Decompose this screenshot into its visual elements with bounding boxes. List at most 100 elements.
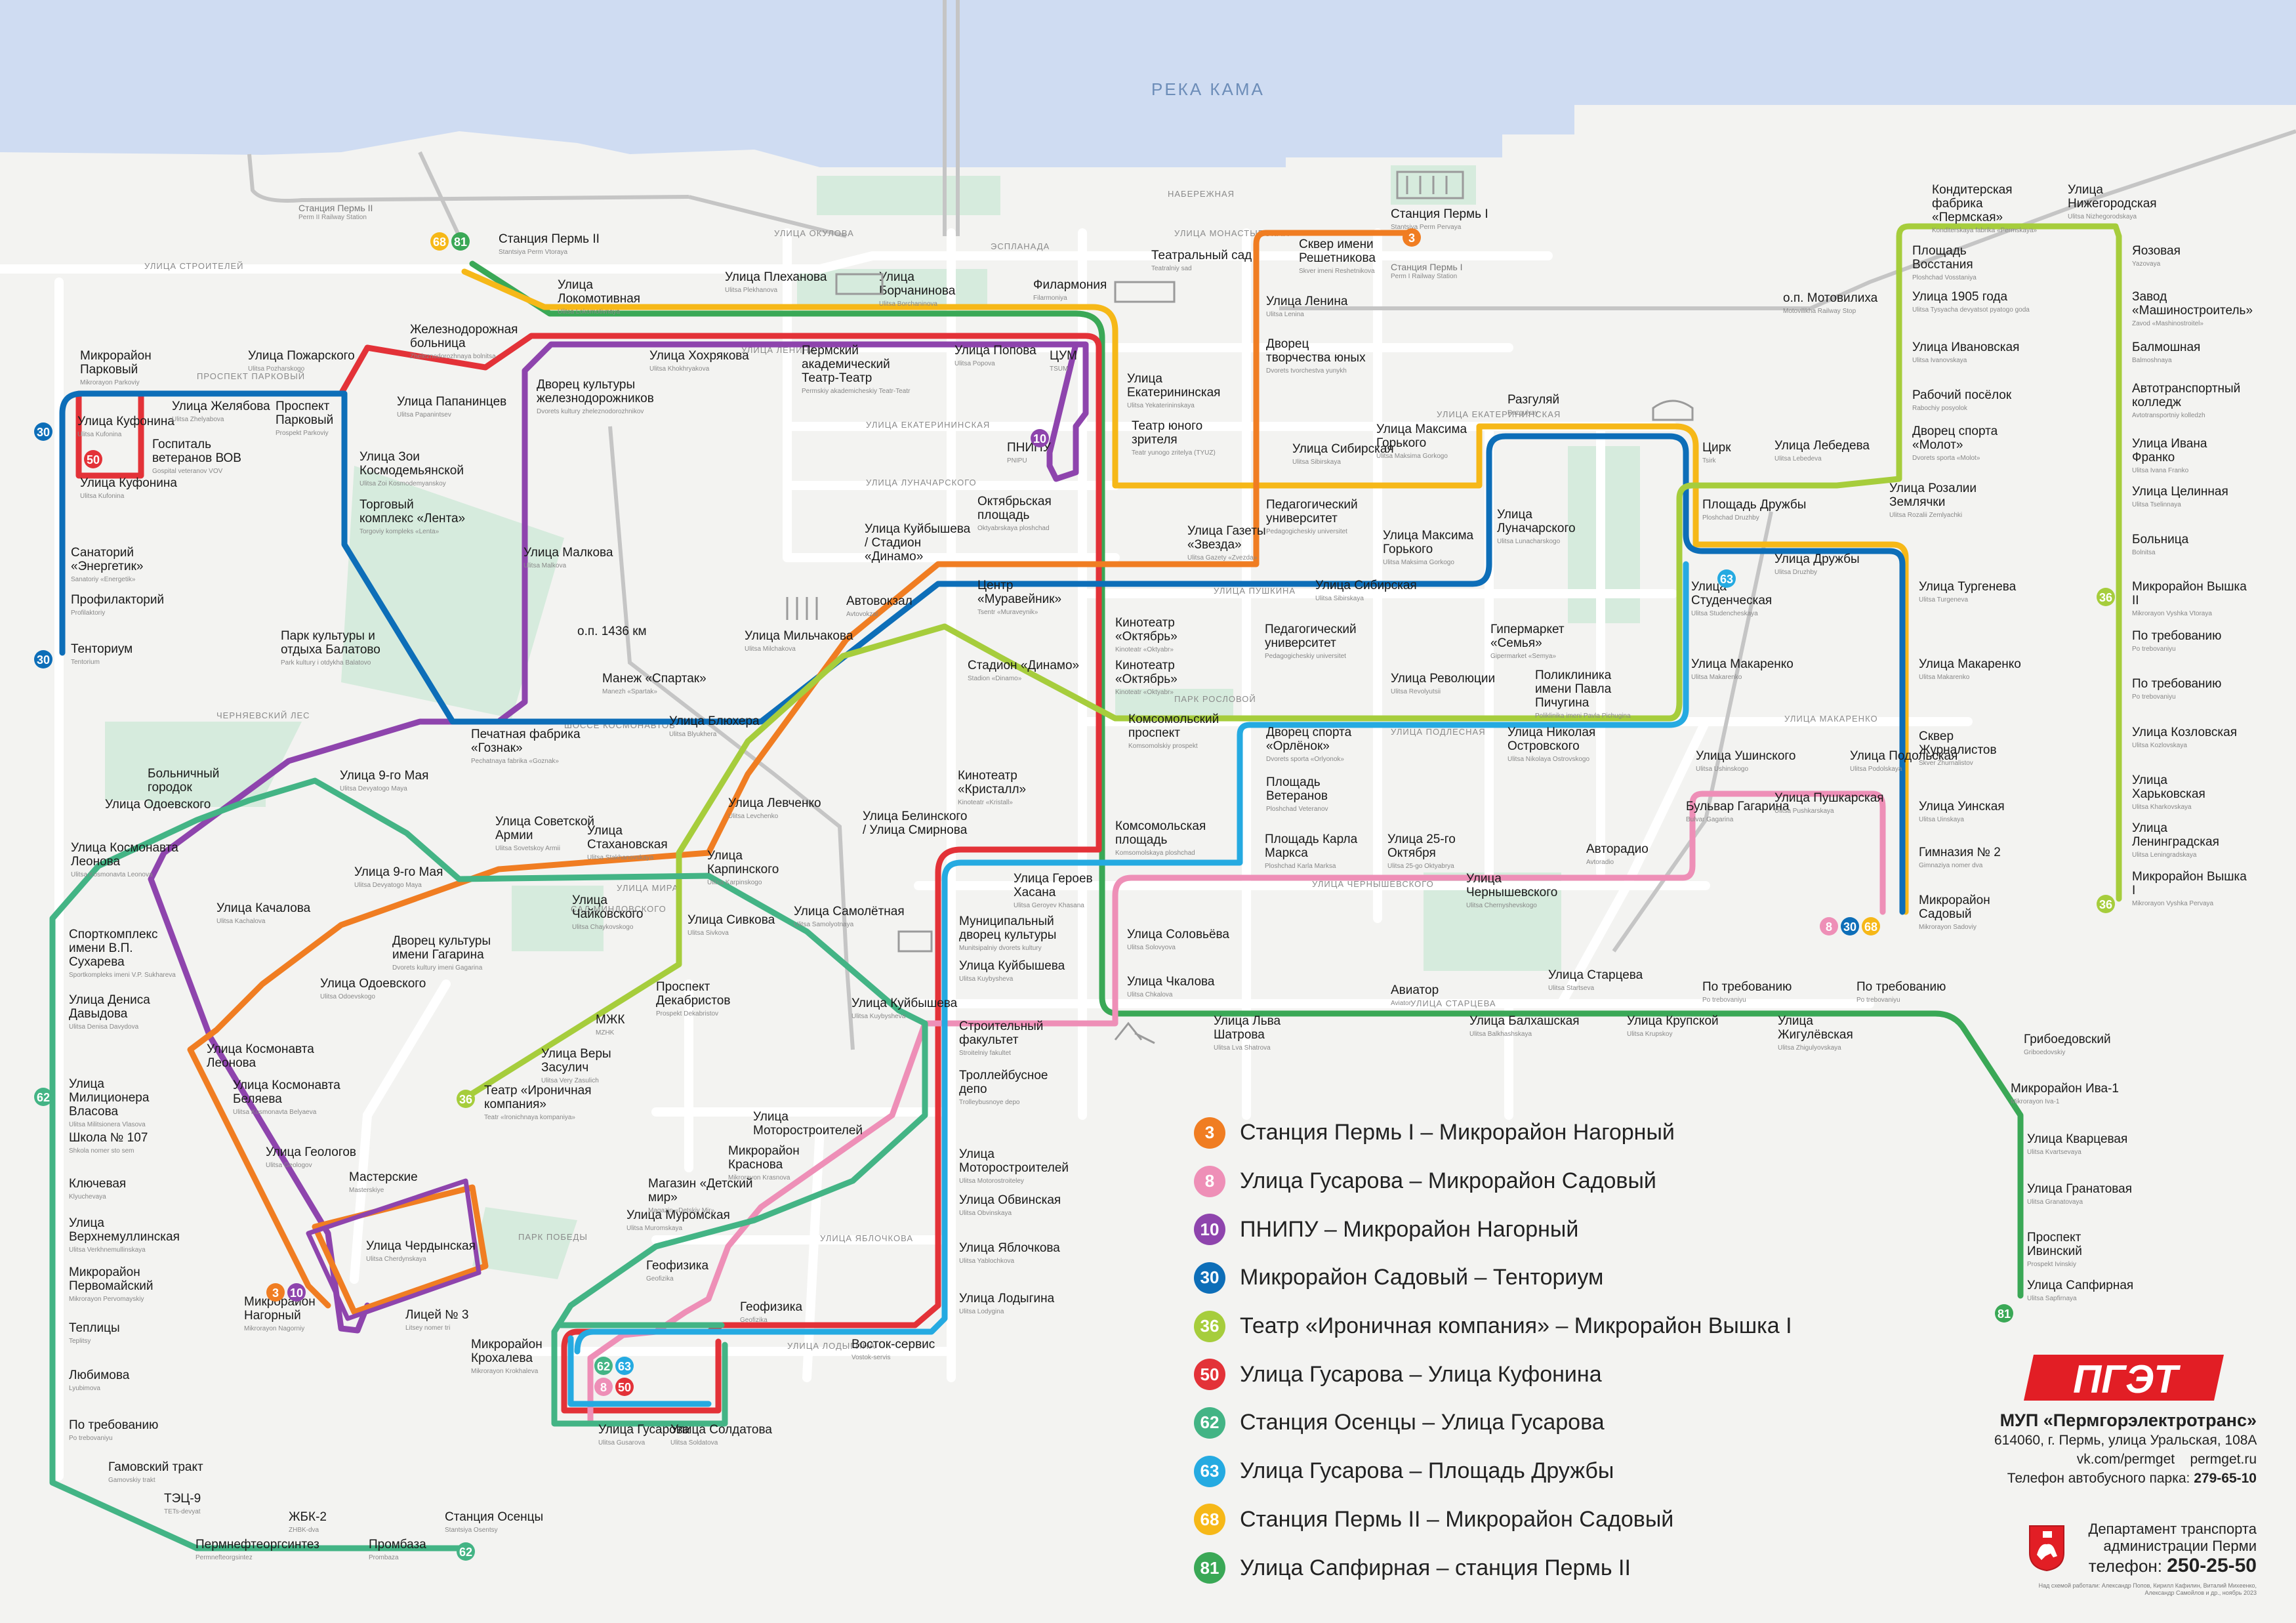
tram-stop[interactable]: Манеж «Спартак»Manezh «Spartak»	[602, 672, 707, 695]
tram-stop[interactable]: Улица Газеты«Звезда»Ulitsa Gazety «Zvezd…	[1187, 524, 1266, 562]
route-50-line[interactable]	[138, 333, 1102, 1414]
company-vk-link[interactable]: vk.com/permget	[2076, 1452, 2175, 1467]
tram-stop[interactable]: ПедагогическийуниверситетPedagogicheskiy…	[1265, 623, 1357, 660]
tram-stop[interactable]: Санаторий«Энергетик»Sanatoriy «Energetik…	[71, 546, 144, 583]
route-63-line[interactable]	[574, 561, 1689, 1355]
route-30-line[interactable]	[59, 390, 1906, 915]
tram-stop[interactable]: Стадион «Динамо»Stadion «Dinamo»	[968, 659, 1079, 682]
tram-stop[interactable]: ПермскийакадемическийТеатр-ТеатрPermskiy…	[802, 344, 911, 395]
route-3-line[interactable]	[187, 230, 1414, 1309]
tram-stop[interactable]: Печатная фабрика«Гознак»Pechatnaya fabri…	[471, 728, 581, 765]
tram-stop[interactable]: Кинотеатр«Кристалл»Kinoteatr «Kristall»	[958, 769, 1026, 806]
tram-stop[interactable]: Улица Одоевского	[105, 798, 211, 812]
tram-stop[interactable]: Улица Куйбышева/ Стадион«Динамо»	[865, 522, 971, 564]
route-62-line[interactable]	[49, 777, 928, 1551]
company-site-link[interactable]: permget.ru	[2190, 1452, 2257, 1467]
route-68-line[interactable]	[461, 268, 1909, 915]
